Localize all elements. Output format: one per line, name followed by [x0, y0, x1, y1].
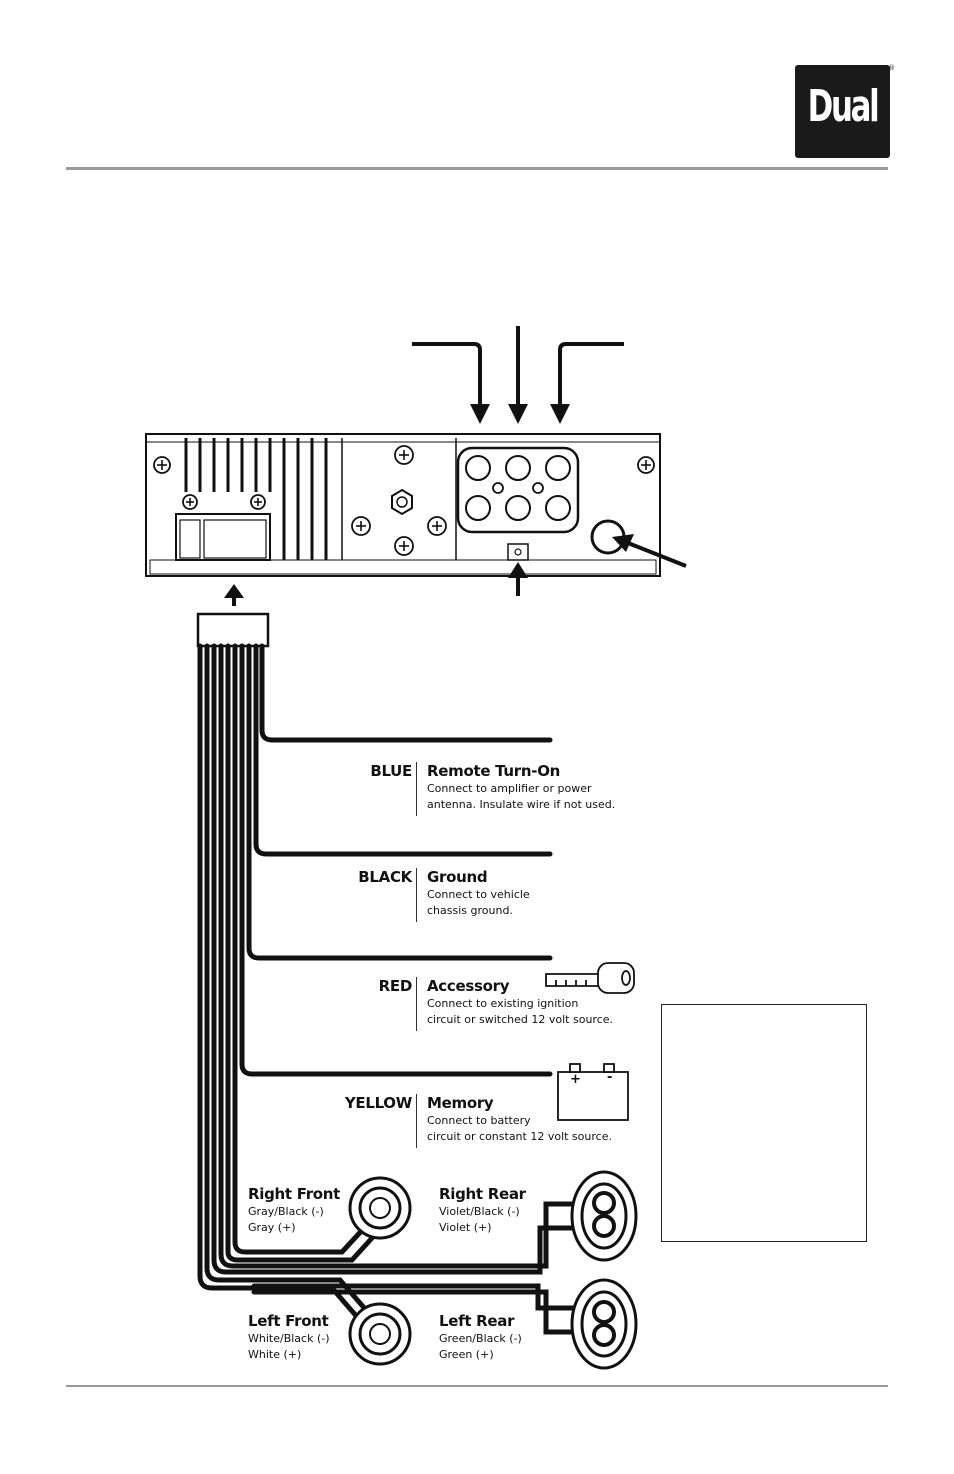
speaker-name: Left Rear: [439, 1312, 515, 1330]
speaker-pos: Green (+): [439, 1348, 494, 1361]
speaker-neg: White/Black (-): [248, 1332, 330, 1345]
note-box: [661, 1004, 867, 1242]
battery-icon: [557, 1063, 629, 1121]
right-rear-speaker-icon: [570, 1170, 638, 1262]
left-front-speaker-icon: [348, 1302, 412, 1366]
speaker-pos: Gray (+): [248, 1221, 296, 1234]
key-icon: [545, 962, 635, 994]
wire-desc-line2: circuit or constant 12 volt source.: [427, 1130, 612, 1143]
wire-desc-line1: Connect to battery: [427, 1114, 531, 1127]
wire-color-label: BLUE: [370, 762, 412, 780]
battery-plus: +: [570, 1072, 581, 1087]
header-rule: [66, 167, 888, 170]
wire-color-label: BLACK: [358, 868, 412, 886]
wire-desc-line2: circuit or switched 12 volt source.: [427, 1013, 614, 1026]
speaker-neg: Gray/Black (-): [248, 1205, 324, 1218]
battery-minus: -: [607, 1070, 613, 1085]
wire-color-label: YELLOW: [344, 1094, 412, 1112]
rca-arrows: [412, 326, 624, 408]
speaker-name: Right Front: [248, 1185, 341, 1203]
wire-desc-line1: Connect to amplifier or power: [427, 782, 592, 795]
speaker-pos: Violet (+): [439, 1221, 492, 1234]
speaker-name: Right Rear: [439, 1185, 526, 1203]
dual-logo: Dual: [795, 65, 890, 158]
wire-desc-line1: Connect to vehicle: [427, 888, 530, 901]
registered-mark: ®: [888, 64, 895, 72]
right-front-speaker-icon: [348, 1176, 412, 1240]
left-rear-speaker-icon: [570, 1278, 638, 1370]
speaker-neg: Violet/Black (-): [439, 1205, 520, 1218]
wire-function: Remote Turn-On: [427, 762, 561, 780]
footer-rule: [66, 1385, 888, 1387]
wire-function: Ground: [427, 868, 488, 886]
harness-wires: [197, 643, 579, 1335]
speaker-pos: White (+): [248, 1348, 302, 1361]
wire-function: Memory: [427, 1094, 494, 1112]
wire-color-label: RED: [378, 977, 413, 995]
speaker-neg: Green/Black (-): [439, 1332, 522, 1345]
wire-desc-line1: Connect to existing ignition: [427, 997, 579, 1010]
wire-desc-line2: antenna. Insulate wire if not used.: [427, 798, 616, 811]
speaker-name: Left Front: [248, 1312, 329, 1330]
harness-plug: [196, 612, 270, 648]
logo-text: Dual: [807, 81, 880, 132]
wire-desc-line2: chassis ground.: [427, 904, 513, 917]
wire-function: Accessory: [427, 977, 510, 995]
